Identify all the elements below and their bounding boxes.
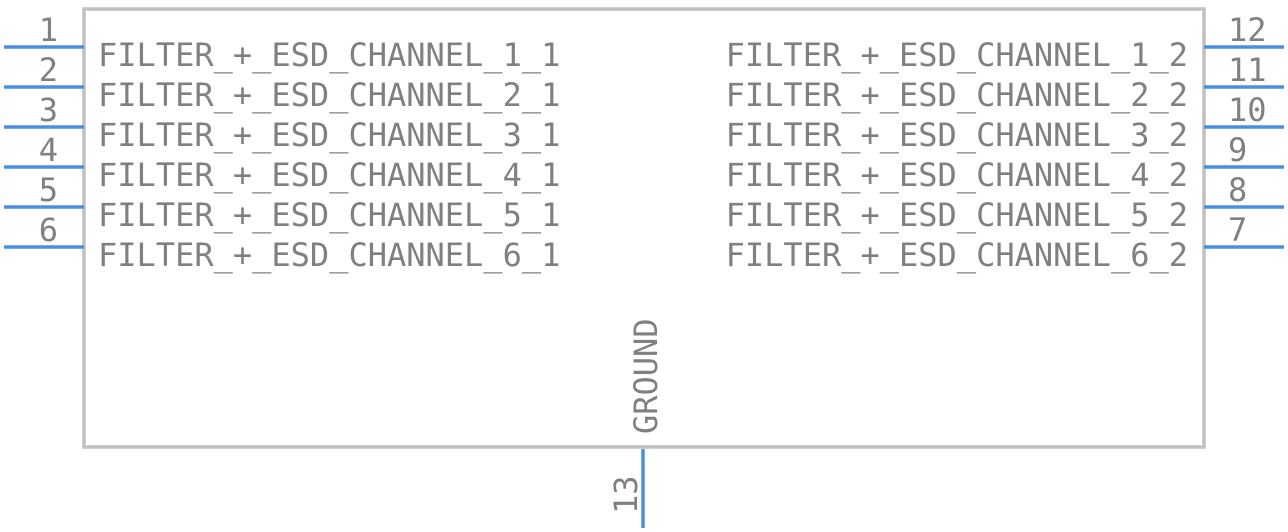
right-pin-8[interactable]: 8 FILTER_+_ESD_CHANNEL_5_2 (726, 171, 1284, 234)
pin-label: FILTER_+_ESD_CHANNEL_5_2 (726, 196, 1188, 234)
left-pin-1[interactable]: 1 FILTER_+_ESD_CHANNEL_1_1 (4, 11, 560, 74)
pin-number: 10 (1228, 91, 1267, 129)
right-pin-11[interactable]: 11 FILTER_+_ESD_CHANNEL_2_2 (726, 51, 1284, 114)
pin-label: FILTER_+_ESD_CHANNEL_2_2 (726, 76, 1188, 114)
pin-label: FILTER_+_ESD_CHANNEL_4_1 (98, 156, 560, 194)
pin-number: 4 (39, 131, 58, 169)
left-pin-6[interactable]: 6 FILTER_+_ESD_CHANNEL_6_1 (4, 211, 560, 274)
pin-label: FILTER_+_ESD_CHANNEL_3_2 (726, 116, 1188, 154)
pin-number: 12 (1228, 11, 1267, 49)
pin-label: FILTER_+_ESD_CHANNEL_5_1 (98, 196, 560, 234)
pin-label: FILTER_+_ESD_CHANNEL_4_2 (726, 156, 1188, 194)
pin-number: 7 (1228, 211, 1247, 249)
pin-number: 9 (1228, 131, 1247, 169)
pin-label: GROUND (627, 318, 665, 434)
right-pin-9[interactable]: 9 FILTER_+_ESD_CHANNEL_4_2 (726, 131, 1284, 194)
pin-number: 2 (39, 51, 58, 89)
right-pin-7[interactable]: 7 FILTER_+_ESD_CHANNEL_6_2 (726, 211, 1284, 274)
pin-label: FILTER_+_ESD_CHANNEL_6_1 (98, 236, 560, 274)
left-pin-2[interactable]: 2 FILTER_+_ESD_CHANNEL_2_1 (4, 51, 560, 114)
pin-label: FILTER_+_ESD_CHANNEL_3_1 (98, 116, 560, 154)
left-pin-4[interactable]: 4 FILTER_+_ESD_CHANNEL_4_1 (4, 131, 560, 194)
pin-number: 8 (1228, 171, 1247, 209)
component-body (82, 7, 1206, 449)
pin-label: FILTER_+_ESD_CHANNEL_2_1 (98, 76, 560, 114)
pin-label: FILTER_+_ESD_CHANNEL_6_2 (726, 236, 1188, 274)
right-pin-group: 12 FILTER_+_ESD_CHANNEL_1_2 11 FILTER_+_… (726, 11, 1284, 274)
pin-label: FILTER_+_ESD_CHANNEL_1_1 (98, 36, 560, 74)
pin-number: 6 (39, 211, 58, 249)
pin-number: 1 (39, 11, 58, 49)
pin-number: 13 (607, 475, 645, 514)
right-pin-12[interactable]: 12 FILTER_+_ESD_CHANNEL_1_2 (726, 11, 1284, 74)
pin-number: 5 (39, 171, 58, 209)
pin-number: 3 (39, 91, 58, 129)
left-pin-5[interactable]: 5 FILTER_+_ESD_CHANNEL_5_1 (4, 171, 560, 234)
pin-label: FILTER_+_ESD_CHANNEL_1_2 (726, 36, 1188, 74)
right-pin-10[interactable]: 10 FILTER_+_ESD_CHANNEL_3_2 (726, 91, 1284, 154)
pin-number: 11 (1228, 51, 1267, 89)
bottom-pin-13[interactable]: 13 GROUND (607, 318, 665, 528)
left-pin-3[interactable]: 3 FILTER_+_ESD_CHANNEL_3_1 (4, 91, 560, 154)
left-pin-group: 1 FILTER_+_ESD_CHANNEL_1_1 2 FILTER_+_ES… (4, 11, 560, 274)
